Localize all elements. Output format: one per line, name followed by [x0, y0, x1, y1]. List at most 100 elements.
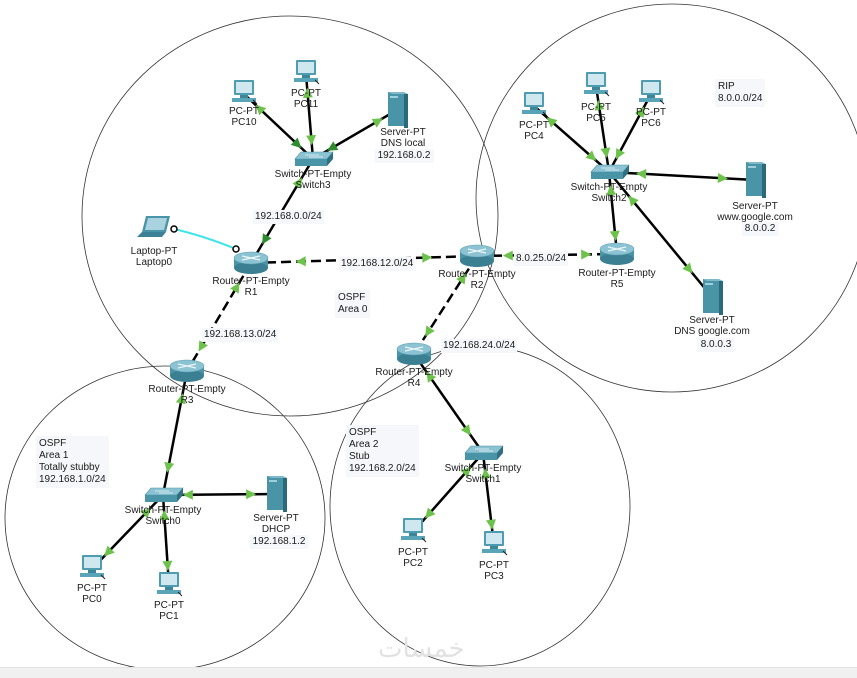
- link-markers-layer: [104, 87, 728, 571]
- pc-icon-PC11[interactable]: [294, 60, 320, 85]
- router-icon-R2[interactable]: [459, 244, 495, 267]
- network-label-192-168-12-0: 192.168.12.0/24: [339, 257, 416, 271]
- link-Switch2-PC5-marker-a: [600, 147, 611, 159]
- network-label-192-168-24-0: 192.168.24.0/24: [441, 339, 518, 353]
- link-Switch3-PC10[interactable]: [243, 93, 314, 160]
- router-icon-R1[interactable]: [233, 251, 269, 274]
- area1-outline: [4, 365, 326, 667]
- link-Switch3-PC11[interactable]: [304, 73, 315, 160]
- devices-layer: [80, 60, 766, 597]
- server-icon-DNSlocal[interactable]: [388, 92, 408, 128]
- link-Switch2-WWW-marker-b: [717, 172, 728, 183]
- link-Switch2-DNSgoogle-marker-a: [628, 195, 639, 207]
- router-icon-R3[interactable]: [169, 359, 205, 382]
- pc-icon-PC5[interactable]: [584, 72, 610, 97]
- link-R2-R4[interactable]: [412, 255, 479, 355]
- pc-icon-PC3[interactable]: [482, 531, 508, 556]
- network-label-8-0-25-0: 8.0.25.0/24: [514, 252, 569, 266]
- pc-icon-PC10[interactable]: [232, 80, 258, 105]
- link-Switch1-PC2-marker-a: [460, 466, 471, 478]
- console-port-endpoint: [170, 225, 178, 233]
- link-Switch2-WWW[interactable]: [608, 170, 756, 182]
- link-Switch0-PC1-marker-a: [159, 510, 170, 521]
- laptop-icon-Laptop0[interactable]: [137, 216, 170, 237]
- link-Switch3-PC10-marker-b: [255, 104, 267, 116]
- link-Switch2-DNSgoogle-marker-b: [682, 262, 693, 274]
- area2-outline: [329, 345, 631, 667]
- pc-icon-PC0[interactable]: [80, 555, 106, 580]
- link-Switch3-PC11-marker-a: [306, 134, 317, 146]
- link-Switch2-PC4[interactable]: [533, 105, 610, 173]
- pc-icon-PC1[interactable]: [157, 572, 183, 597]
- link-Switch2-PC6[interactable]: [607, 93, 653, 173]
- switch-icon-Switch2[interactable]: [590, 164, 630, 179]
- link-Laptop0-R1[interactable]: [173, 228, 237, 250]
- link-R2-R5[interactable]: [476, 252, 618, 258]
- switch-icon-Switch3[interactable]: [294, 151, 334, 166]
- ip-label-DHCP: 192.168.1.2: [249, 535, 309, 549]
- link-R3-Switch0[interactable]: [161, 370, 189, 496]
- link-Switch2-DNSgoogle[interactable]: [608, 171, 713, 298]
- router-icon-R4[interactable]: [396, 342, 432, 365]
- switch-icon-Switch0[interactable]: [144, 487, 184, 502]
- link-Switch3-PC11-marker-b: [302, 87, 313, 99]
- link-R1-R3[interactable]: [185, 262, 253, 372]
- rip-outline: [475, 3, 857, 393]
- link-R1-R2-marker-a: [295, 256, 306, 267]
- network-label-192-168-0-0: 192.168.0.0/24: [253, 210, 324, 224]
- link-R4-Switch1-marker-b: [460, 424, 471, 436]
- link-Switch2-PC5[interactable]: [594, 85, 611, 173]
- link-Switch0-PC0[interactable]: [91, 494, 164, 570]
- server-icon-WWW[interactable]: [746, 162, 766, 198]
- ip-label-WWW: 8.0.0.2: [741, 222, 779, 236]
- link-Switch2-PC6-marker-b: [634, 106, 645, 118]
- pc-icon-PC6[interactable]: [639, 80, 665, 105]
- server-icon-DHCP[interactable]: [267, 476, 287, 512]
- ip-label-DNSgoogle: 8.0.0.3: [697, 338, 735, 352]
- link-Switch0-PC0-marker-a: [140, 507, 151, 519]
- link-Switch0-DHCP-marker-a: [182, 489, 193, 500]
- link-R4-Switch1[interactable]: [412, 353, 485, 454]
- link-Switch1-PC3-marker-a: [481, 468, 491, 479]
- link-R3-Switch0-marker-a: [175, 393, 186, 405]
- server-icon-DNSgoogle[interactable]: [703, 279, 723, 315]
- link-Switch3-DNSlocal-marker-a: [327, 141, 339, 151]
- pc-icon-PC2[interactable]: [401, 518, 427, 543]
- link-Switch1-PC2[interactable]: [412, 452, 484, 533]
- router-icon-R5[interactable]: [599, 242, 635, 265]
- link-R2-R4-marker-a: [456, 273, 466, 285]
- switch-icon-Switch1[interactable]: [464, 445, 504, 460]
- link-Switch3-DNSlocal[interactable]: [312, 108, 398, 161]
- link-Switch3-PC10-marker-a: [290, 137, 302, 149]
- link-Switch0-PC0-marker-b: [104, 545, 115, 557]
- pc-icon-PC4[interactable]: [522, 92, 548, 117]
